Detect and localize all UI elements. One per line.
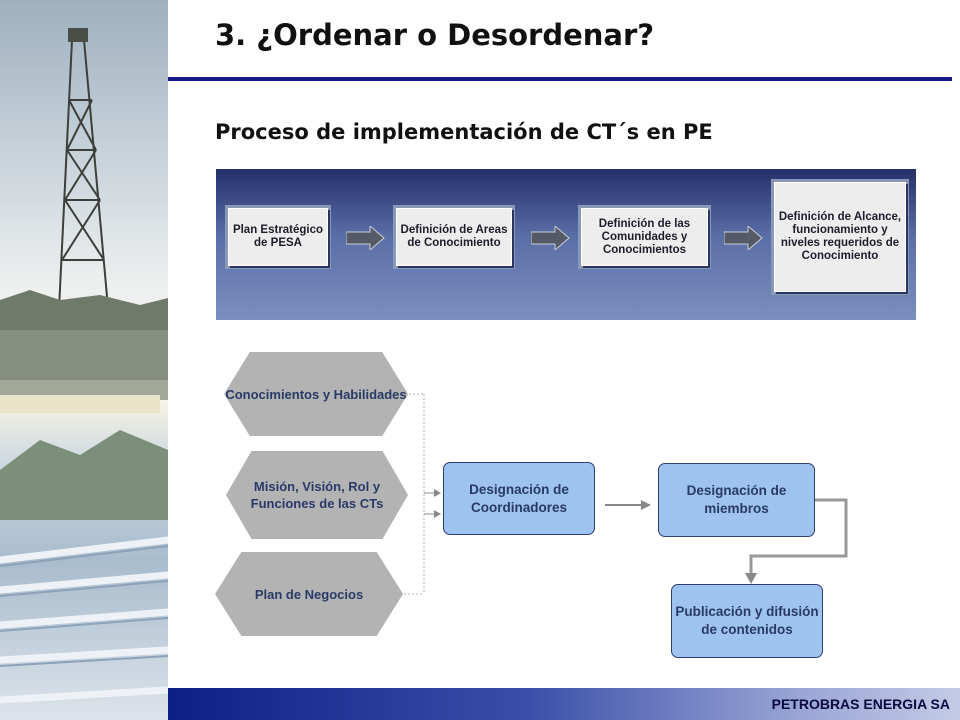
process-flow-panel: Plan Estratégico de PESA Definición de A… xyxy=(216,169,916,320)
arrow-right-icon xyxy=(346,226,385,250)
hexagon-label: Misión, Visión, Rol y Funciones de las C… xyxy=(250,479,384,511)
process-step-alcance: Definición de Alcance, funcionamiento y … xyxy=(774,182,906,292)
process-step-label: Plan Estratégico de PESA xyxy=(232,224,324,249)
process-step-label: Definición de Areas de Conocimiento xyxy=(400,224,508,249)
process-step-plan-estrategico: Plan Estratégico de PESA xyxy=(228,208,328,266)
box-designacion-coordinadores: Designación de Coordinadores xyxy=(443,462,595,535)
process-step-label: Definición de las Comunidades y Conocimi… xyxy=(598,217,691,256)
sidebar-photo-strip xyxy=(0,0,168,720)
box-label: Designación de miembros xyxy=(686,483,787,516)
title-divider xyxy=(168,77,952,81)
box-publicacion-difusion: Publicación y difusión de contenidos xyxy=(671,584,823,658)
process-step-areas: Definición de Areas de Conocimiento xyxy=(396,208,512,266)
oil-rig-and-pipelines-illustration xyxy=(0,28,168,704)
arrow-right-icon xyxy=(724,226,763,250)
box-label: Designación de Coordinadores xyxy=(469,481,569,515)
input-plan-negocios: Plan de Negocios xyxy=(215,552,403,636)
input-mision-vision: Misión, Visión, Rol y Funciones de las C… xyxy=(226,451,408,539)
input-conocimientos-habilidades: Conocimientos y Habilidades xyxy=(224,352,408,436)
slide-subtitle: Proceso de implementación de CT´s en PE xyxy=(215,120,713,144)
arrow-right-icon xyxy=(531,226,570,250)
footer-bar: PETROBRAS ENERGIA SA xyxy=(168,688,960,720)
arrow-head-icon xyxy=(434,510,441,518)
box-designacion-miembros: Designación de miembros xyxy=(658,463,815,537)
process-step-comunidades: Definición de las Comunidades y Conocimi… xyxy=(581,208,708,266)
hexagon-label: Plan de Negocios xyxy=(254,586,364,602)
footer-company-name: PETROBRAS ENERGIA SA xyxy=(771,696,950,712)
slide-title: 3. ¿Ordenar o Desordenar? xyxy=(215,18,655,52)
box-label: Publicación y difusión de contenidos xyxy=(675,604,819,637)
arrow-head-icon xyxy=(745,573,757,584)
hexagon-label: Conocimientos y Habilidades xyxy=(225,386,407,402)
process-step-label: Definición de Alcance, funcionamiento y … xyxy=(778,211,902,262)
arrow-head-icon xyxy=(641,500,651,510)
arrow-head-icon xyxy=(434,489,441,497)
